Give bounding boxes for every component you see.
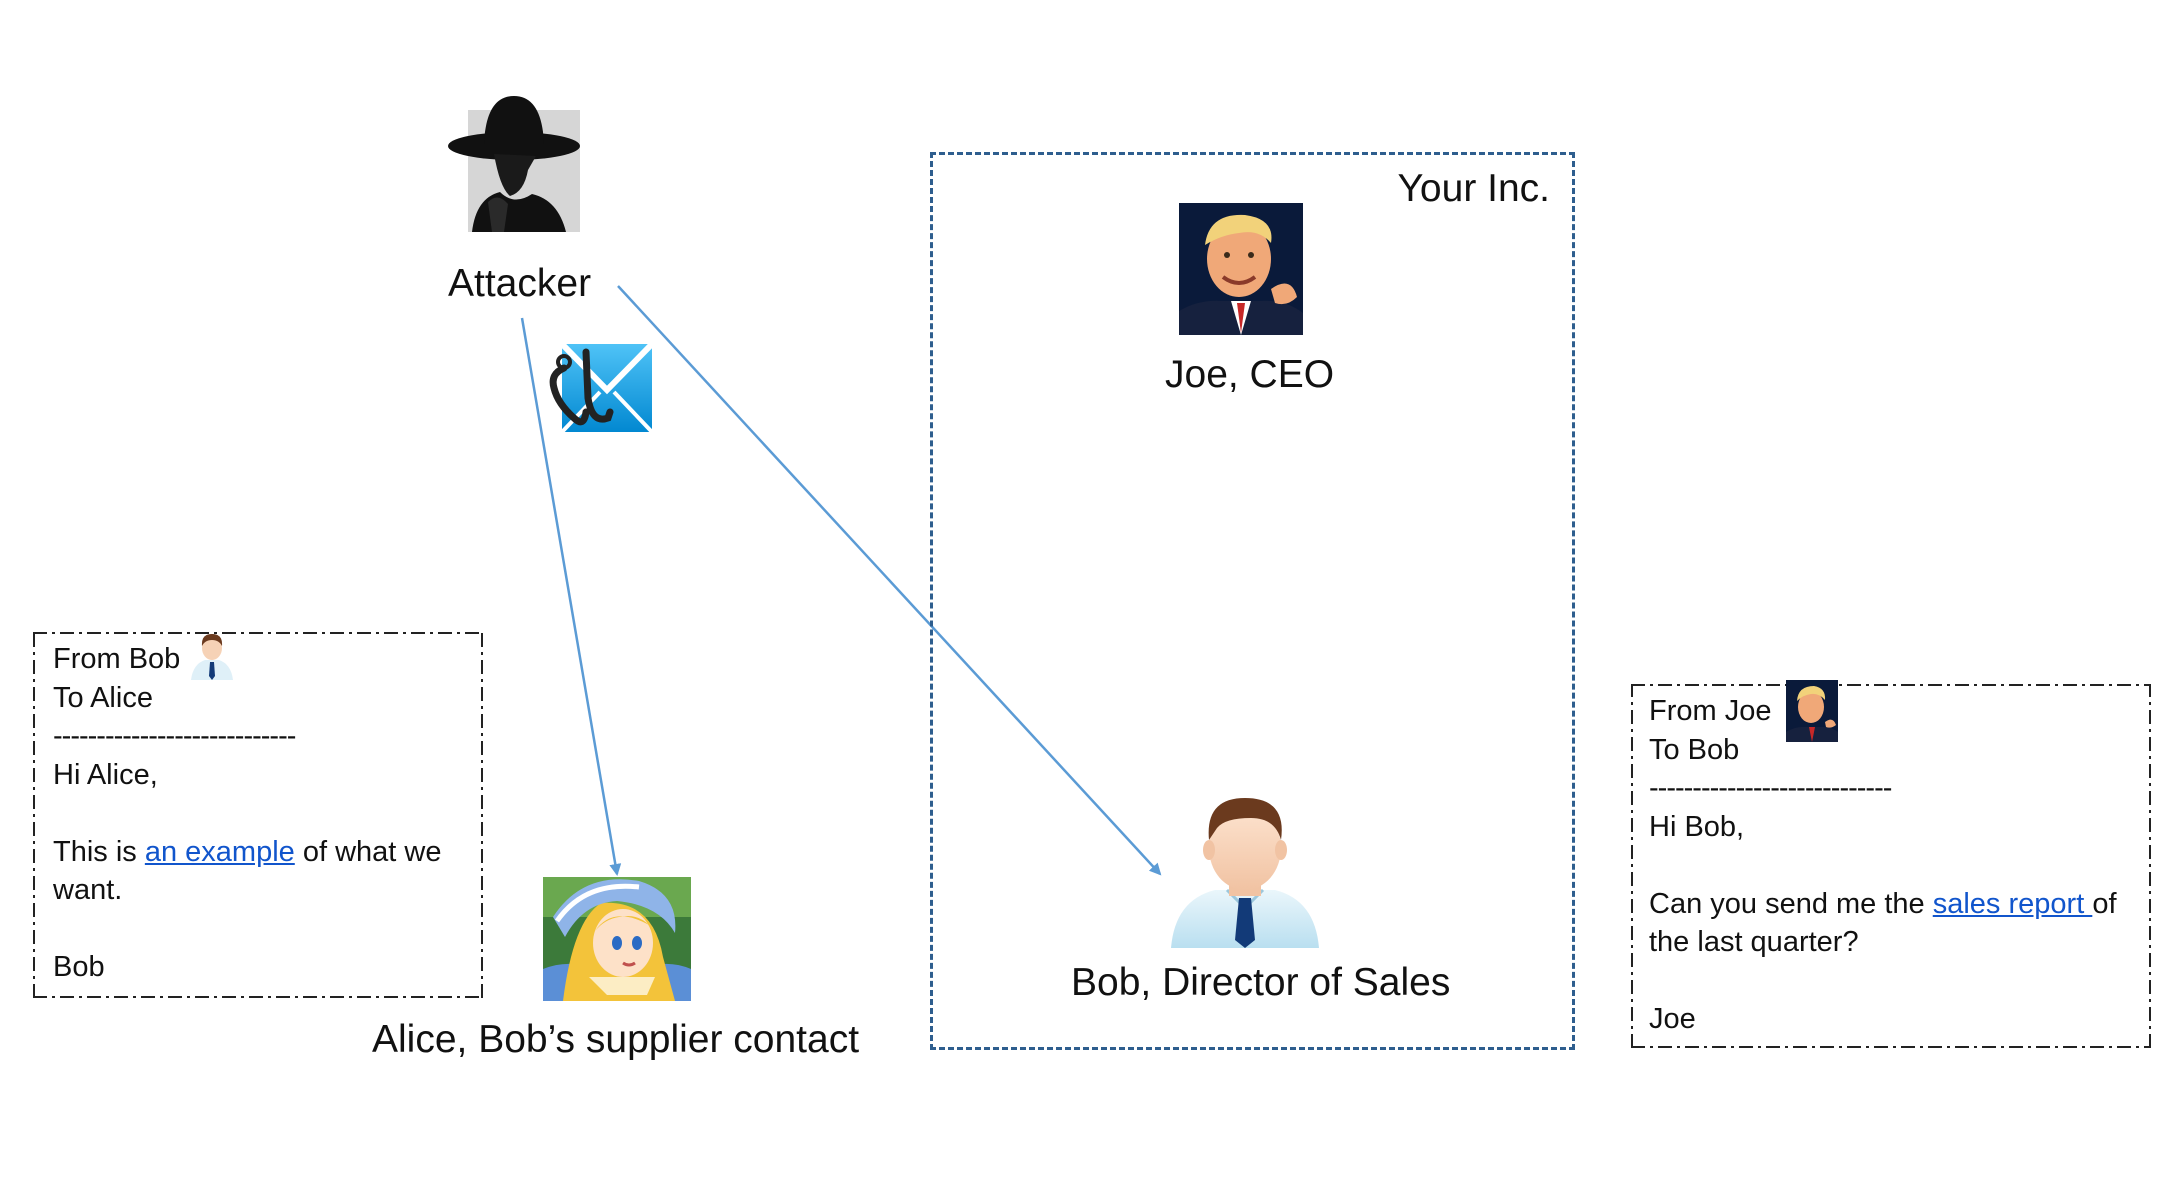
email-divider: ---------------------------- (1649, 772, 1892, 804)
bob-small-avatar-icon (191, 634, 233, 680)
bob-label: Bob, Director of Sales (1071, 961, 1451, 1004)
email-body-line2: the last quarter? (1649, 926, 1859, 958)
arrow-attacker-to-alice (520, 317, 622, 876)
businessman-avatar-icon (1171, 798, 1319, 948)
email-body-text: This is (53, 835, 145, 868)
ceo-portrait-icon (1179, 203, 1303, 335)
email-greeting: Hi Bob, (1649, 810, 1745, 843)
email-to: To Alice (53, 681, 153, 714)
email-joe-to-bob-text: From Joe To Bob ------------------------… (1649, 692, 2117, 1039)
joe-label: Joe, CEO (1165, 353, 1335, 396)
bob-node: Bob, Director of Sales (1060, 790, 1460, 1010)
alice-node: Alice, Bob’s supplier contact (372, 877, 872, 1077)
email-body-text-after: of what we (294, 835, 442, 868)
phishing-hook-envelope-icon (549, 341, 655, 434)
alice-label: Alice, Bob’s supplier contact (372, 1018, 860, 1061)
email-to: To Bob (1649, 733, 1740, 766)
attacker-node: Attacker (448, 96, 591, 303)
email-sales-report-link[interactable]: sales report (1932, 887, 2093, 920)
hooded-spy-silhouette-icon (448, 96, 580, 232)
email-bob-to-alice-text: From Bob To Alice ----------------------… (53, 640, 441, 987)
company-boundary: Your Inc. (930, 152, 1575, 1050)
email-signature: Joe (1649, 1003, 1696, 1035)
email-bob-to-alice: From Bob To Alice ----------------------… (31, 630, 485, 1000)
attacker-label: Attacker (448, 262, 592, 305)
email-signature: Bob (53, 951, 105, 983)
email-body-line2: want. (53, 874, 123, 906)
joe-node: Joe, CEO (1165, 203, 1334, 403)
email-divider: ---------------------------- (53, 720, 296, 752)
joe-small-portrait-icon (1786, 680, 1838, 742)
email-from: From Bob (53, 643, 181, 675)
cartoon-girl-avatar-icon (543, 877, 691, 1001)
arrow-attacker-to-bob (617, 285, 1162, 876)
phishing-icon-wrap (544, 338, 656, 438)
email-body-text: Can you send me the (1649, 887, 1933, 920)
email-from: From Joe (1649, 695, 1772, 727)
email-body-text-after: of (2092, 887, 2117, 920)
email-greeting: Hi Alice, (53, 758, 158, 791)
company-label: Your Inc. (1397, 167, 1551, 210)
email-joe-to-bob: From Joe To Bob ------------------------… (1629, 680, 2153, 1050)
email-example-link[interactable]: an example (144, 835, 295, 868)
